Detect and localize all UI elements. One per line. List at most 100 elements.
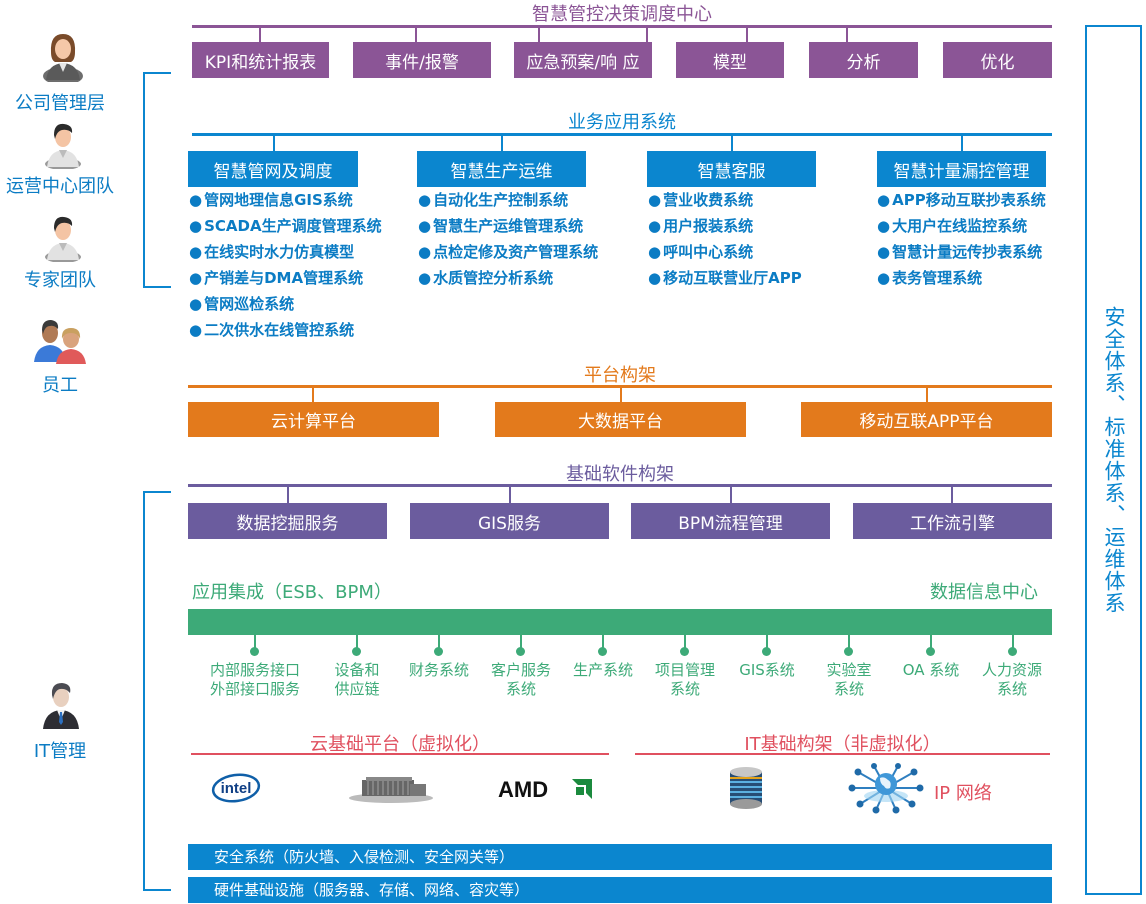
svg-text:AMD: AMD — [498, 777, 548, 802]
bus-stem — [602, 635, 604, 649]
node-line: 实验室 — [826, 661, 872, 679]
base-bpm[interactable]: BPM流程管理 — [631, 503, 830, 539]
decision-item-events[interactable]: 事件/报警 — [353, 42, 491, 78]
integration-node-hr[interactable]: 人力资源系统 — [969, 661, 1055, 699]
bus-stem — [520, 635, 522, 649]
list-item[interactable]: 用户报装系统 — [648, 213, 802, 239]
app-group-metering[interactable]: 智慧计量漏控管理 — [877, 151, 1046, 187]
integration-node-customer[interactable]: 客户服务系统 — [481, 661, 561, 699]
connector-stem — [509, 485, 511, 503]
list-item[interactable]: SCADA生产调度管理系统 — [189, 213, 381, 239]
integration-node-oa[interactable]: OA 系统 — [891, 661, 971, 680]
node-line: 外部接口服务 — [209, 680, 300, 698]
bus-node-dot — [926, 647, 935, 656]
bus-node-dot — [598, 647, 607, 656]
integration-node-equipment[interactable]: 设备和供应链 — [317, 661, 397, 699]
list-item[interactable]: 表务管理系统 — [877, 265, 1046, 291]
decision-item-emergency[interactable]: 应急预案/响 应 — [514, 42, 652, 78]
list-item[interactable]: 大用户在线监控系统 — [877, 213, 1046, 239]
app-group-production[interactable]: 智慧生产运维 — [417, 151, 586, 187]
list-item[interactable]: 管网巡检系统 — [189, 291, 382, 317]
list-item[interactable]: 移动互联营业厅APP — [648, 265, 802, 291]
bus-node-dot — [434, 647, 443, 656]
bus-stem — [848, 635, 850, 649]
role-label-management: 公司管理层 — [15, 93, 105, 114]
role-label-it: IT管理 — [33, 741, 87, 762]
list-item[interactable]: 智慧生产运维管理系统 — [418, 213, 598, 239]
base-data-mining[interactable]: 数据挖掘服务 — [188, 503, 387, 539]
role-label-experts: 专家团队 — [24, 270, 96, 291]
decision-item-optimize[interactable]: 优化 — [943, 42, 1052, 78]
connector-stem — [273, 134, 275, 151]
bus-stem — [684, 635, 686, 649]
list-item[interactable]: APP移动互联抄表系统 — [877, 187, 1046, 213]
node-line: 生产系统 — [572, 661, 633, 679]
network-globe-icon — [844, 762, 928, 814]
hardware-infrastructure-bar[interactable]: 硬件基础设施（服务器、存储、网络、容灾等） — [188, 877, 1052, 903]
list-item[interactable]: 管网地理信息GIS系统 — [189, 187, 382, 213]
app-list-pipe-network: 管网地理信息GIS系统 SCADA生产调度管理系统 在线实时水力仿真模型 产销差… — [189, 187, 382, 343]
node-line: 项目管理 — [654, 661, 715, 679]
cloud-infra-divider — [191, 753, 609, 755]
app-group-pipe-network[interactable]: 智慧管网及调度 — [188, 151, 358, 187]
decision-item-model[interactable]: 模型 — [676, 42, 784, 78]
base-software-connector — [188, 484, 1052, 487]
employees-pair-icon — [34, 320, 86, 364]
data-center-label: 数据信息中心 — [930, 582, 1038, 603]
list-item[interactable]: 智慧计量远传抄表系统 — [877, 239, 1046, 265]
connector-stem — [646, 26, 648, 42]
integration-node-lab[interactable]: 实验室系统 — [809, 661, 889, 699]
node-line: 系统 — [833, 680, 864, 698]
integration-node-interfaces[interactable]: 内部服务接口外部接口服务 — [195, 661, 315, 699]
node-line: 客户服务 — [490, 661, 551, 679]
base-gis-service[interactable]: GIS服务 — [410, 503, 609, 539]
connector-stem — [746, 26, 748, 42]
list-item[interactable]: 点检定修及资产管理系统 — [418, 239, 598, 265]
svg-text:intel: intel — [221, 780, 252, 797]
list-item[interactable]: 自动化生产控制系统 — [418, 187, 598, 213]
list-item[interactable]: 呼叫中心系统 — [648, 239, 802, 265]
connector-stem — [259, 26, 261, 42]
lower-bracket — [143, 491, 171, 891]
list-item[interactable]: 二次供水在线管控系统 — [189, 317, 382, 343]
node-line: 设备和 — [334, 661, 380, 679]
connector-stem — [846, 26, 848, 42]
bus-stem — [1012, 635, 1014, 649]
integration-node-finance[interactable]: 财务系统 — [399, 661, 479, 680]
decision-item-kpi[interactable]: KPI和统计报表 — [192, 42, 329, 78]
business-apps-title: 业务应用系统 — [568, 112, 676, 133]
bus-node-dot — [1008, 647, 1017, 656]
amd-logo-icon: AMD — [498, 776, 594, 802]
bus-stem — [766, 635, 768, 649]
app-group-customer-service[interactable]: 智慧客服 — [647, 151, 816, 187]
list-item[interactable]: 营业收费系统 — [648, 187, 802, 213]
app-list-production: 自动化生产控制系统 智慧生产运维管理系统 点检定修及资产管理系统 水质管控分析系… — [418, 187, 598, 291]
security-system-bar[interactable]: 安全系统（防火墙、入侵检测、安全网关等） — [188, 844, 1052, 870]
app-list-customer-service: 营业收费系统 用户报装系统 呼叫中心系统 移动互联营业厅APP — [648, 187, 802, 291]
list-item[interactable]: 水质管控分析系统 — [418, 265, 598, 291]
connector-stem — [951, 485, 953, 503]
bus-stem — [930, 635, 932, 649]
bus-node-dot — [250, 647, 259, 656]
node-line: 财务系统 — [408, 661, 469, 679]
base-software-title: 基础软件构架 — [566, 464, 674, 485]
platform-bigdata[interactable]: 大数据平台 — [495, 402, 746, 437]
platform-title: 平台构架 — [584, 365, 656, 386]
list-item[interactable]: 在线实时水力仿真模型 — [189, 239, 382, 265]
platform-cloud[interactable]: 云计算平台 — [188, 402, 439, 437]
male-staff-icon — [45, 123, 81, 169]
bus-stem — [356, 635, 358, 649]
base-workflow-engine[interactable]: 工作流引擎 — [853, 503, 1052, 539]
node-line: GIS系统 — [739, 661, 795, 679]
side-panel-text: 安全体系、标准体系、运维体系 — [1102, 306, 1126, 614]
integration-node-production[interactable]: 生产系统 — [563, 661, 643, 680]
bus-node-dot — [844, 647, 853, 656]
server-rack-icon — [348, 772, 434, 804]
platform-mobile-app[interactable]: 移动互联APP平台 — [801, 402, 1052, 437]
integration-bus — [188, 609, 1052, 635]
node-line: 系统 — [505, 680, 536, 698]
integration-node-gis[interactable]: GIS系统 — [727, 661, 807, 680]
integration-node-project[interactable]: 项目管理系统 — [645, 661, 725, 699]
list-item[interactable]: 产销差与DMA管理系统 — [189, 265, 382, 291]
decision-item-analysis[interactable]: 分析 — [809, 42, 918, 78]
